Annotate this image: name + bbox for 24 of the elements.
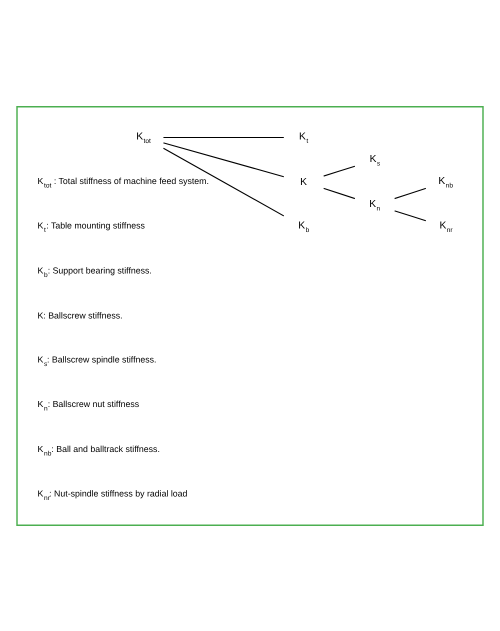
label: K$_{tot}$ : Total stiffness of machine feed system. xyxy=(37,176,209,190)
label: K$_{nr}$: Nut-spindle stiffness by radial load xyxy=(37,488,188,502)
label: K$_{t}$: Table mounting stiffness xyxy=(37,220,145,234)
connector xyxy=(324,165,356,176)
label: K$_{s}$: Ballscrew spindle stiffness. xyxy=(37,354,156,368)
label: K$_{b}$: Support bearing stiffness. xyxy=(37,264,152,278)
node-text: K$_{s}$ xyxy=(370,154,380,168)
label: K$_{nb}$: Ball and balltrack stiffness. xyxy=(37,443,160,457)
node-text: K$_{nb}$ xyxy=(438,176,454,190)
connector xyxy=(163,147,284,216)
connector xyxy=(394,187,426,199)
label: K: Ballscrew stiffness. xyxy=(37,310,123,320)
connector xyxy=(163,142,284,177)
node-text: K$_{t}$ xyxy=(299,130,308,144)
node-text: K xyxy=(300,176,307,188)
cluster xyxy=(16,106,484,526)
node-text: K$_{b}$ xyxy=(298,220,310,234)
node-text: K$_{n}$ xyxy=(369,198,380,212)
connector xyxy=(394,210,426,221)
node-text: K$_{nr}$ xyxy=(439,220,453,234)
label: K$_{n}$: Ballscrew nut stiffness xyxy=(37,398,140,412)
connector xyxy=(324,187,356,199)
connector xyxy=(163,136,284,138)
node-text: K$_{tot}$ xyxy=(136,130,151,144)
